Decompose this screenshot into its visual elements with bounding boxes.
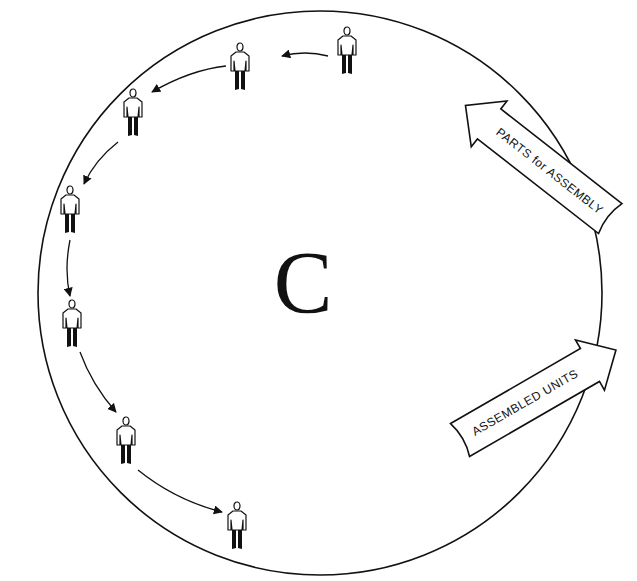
- block-arrow-outline: [445, 325, 630, 465]
- pass-arrow: [84, 142, 118, 184]
- block-arrow: ASSEMBLED UNITS: [445, 325, 630, 465]
- worker-figure: [228, 502, 246, 549]
- arrow-label: PARTS for ASSEMBLY: [494, 126, 605, 217]
- worker-figure: [61, 186, 79, 233]
- work-circle: C: [37, 10, 603, 576]
- pass-arrow: [282, 53, 328, 56]
- station-letter: C: [274, 239, 333, 327]
- block-arrow-outline: [448, 83, 628, 242]
- pass-arrow: [138, 470, 222, 512]
- worker-figure: [117, 417, 135, 464]
- block-arrow: PARTS for ASSEMBLY: [448, 83, 628, 242]
- worker-figure: [63, 300, 81, 347]
- text-holder: C: [274, 239, 333, 327]
- worker-figure: [231, 43, 249, 90]
- circle-outline: [38, 11, 602, 575]
- pass-arrow: [152, 66, 226, 92]
- worker-figure: [338, 27, 356, 74]
- pass-arrow: [67, 240, 70, 296]
- pass-arrow: [80, 352, 116, 412]
- text-holder: PARTS for ASSEMBLY: [494, 126, 605, 217]
- worker-figure: [124, 89, 142, 136]
